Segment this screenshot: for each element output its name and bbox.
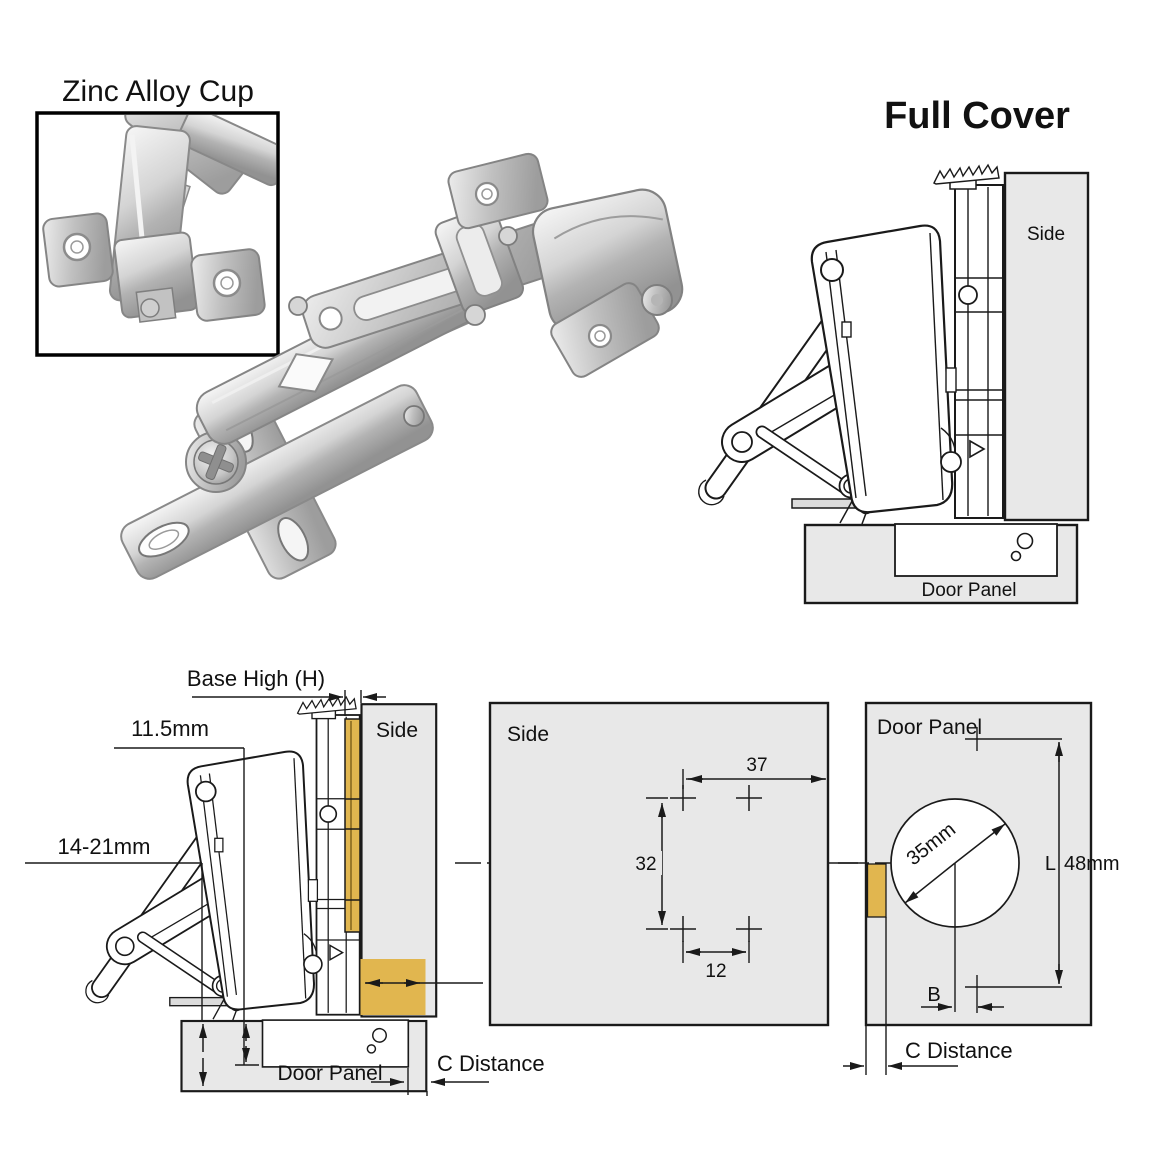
dim-12: 12 xyxy=(705,961,726,982)
door-drilling-label: Door Panel xyxy=(877,716,982,739)
c-distance-left-label: C Distance xyxy=(437,1051,545,1076)
l-prefix: L xyxy=(1045,853,1056,875)
c-distance-right: C Distance xyxy=(843,1025,1013,1075)
b-dimension: B xyxy=(921,984,1004,1011)
fullcover-hinge-drawing xyxy=(698,163,1090,605)
full-cover-title: Full Cover xyxy=(884,95,1070,137)
zinc-cup-title: Zinc Alloy Cup xyxy=(62,75,254,108)
hole-marks xyxy=(670,785,762,942)
l-dimension: L 48mm xyxy=(965,727,1120,1013)
install-door-label: Door Panel xyxy=(277,1062,382,1085)
b-label: B xyxy=(927,984,940,1006)
adjustment-teeth xyxy=(933,163,1000,185)
overlay-highlight xyxy=(360,959,426,1015)
side-drilling-diagram: Side 37 32 12 xyxy=(488,701,830,1027)
fullcover-side-label: Side xyxy=(1027,224,1065,245)
side-drilling-label: Side xyxy=(507,723,549,746)
depth-dimension: 11.5mm xyxy=(114,716,259,1066)
door-thickness-label: 14-21mm xyxy=(58,834,151,859)
zinc-cup-photo xyxy=(39,115,276,353)
installation-diagram: Base High (H) 11.5mm 14-21mm xyxy=(25,666,545,1096)
depth-label: 11.5mm xyxy=(131,716,209,741)
base-high-label: Base High (H) xyxy=(187,666,325,691)
l-value: 48mm xyxy=(1064,853,1120,875)
dim-32: 32 xyxy=(635,854,656,875)
hinge-photo xyxy=(120,152,684,580)
side-panel-section xyxy=(1003,171,1090,522)
c-distance-right-label: C Distance xyxy=(905,1038,1013,1063)
install-side-label: Side xyxy=(376,719,418,742)
door-edge-highlight xyxy=(866,863,887,918)
zinc-cup-frame xyxy=(35,111,280,357)
c-distance-left: C Distance xyxy=(371,1051,545,1096)
door-drilling-diagram: 35mm L 48mm B C Distance xyxy=(832,701,1120,1075)
door-thickness-dimension: 14-21mm xyxy=(25,834,207,1086)
fullcover-door-label: Door Panel xyxy=(921,580,1016,601)
mounting-plate-highlight xyxy=(344,718,361,933)
base-high-dimension: Base High (H) xyxy=(187,666,386,716)
dim-37: 37 xyxy=(746,755,767,776)
cup-mortise xyxy=(894,523,1058,577)
